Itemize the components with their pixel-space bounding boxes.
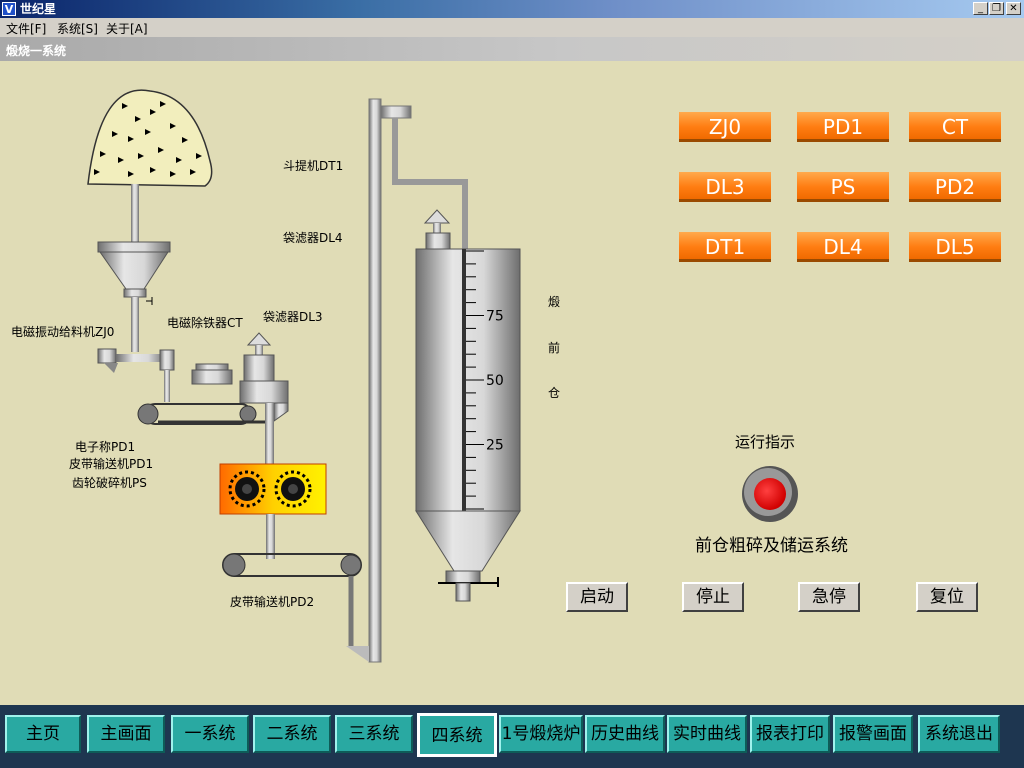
tag-dl4[interactable]: DL4 xyxy=(797,232,889,262)
tag-ct[interactable]: CT xyxy=(909,112,1001,142)
hopper xyxy=(97,241,171,352)
vibrating-feeder xyxy=(97,348,175,402)
menu-system[interactable]: 系统[S] xyxy=(57,22,98,36)
magnetic-separator xyxy=(191,363,233,385)
bag-filter-dl3 xyxy=(239,332,289,465)
label-pd1-scale: 电子称PD1 xyxy=(75,440,136,454)
nav-history-curve[interactable]: 历史曲线 xyxy=(585,715,665,753)
screen-title-bar: 煅烧一系统 xyxy=(0,37,1024,61)
silo-scale-label: 25 xyxy=(486,438,504,454)
nav-system-4[interactable]: 四系统 xyxy=(417,713,497,757)
nav-report-print[interactable]: 报表打印 xyxy=(750,715,830,753)
app-logo-icon: V xyxy=(2,2,16,16)
emergency-stop-button[interactable]: 急停 xyxy=(798,582,860,612)
silo-char-1: 煅 xyxy=(547,295,560,309)
silo-char-2: 前 xyxy=(547,341,560,355)
process-diagram: 75 50 25 xyxy=(87,89,798,663)
nav-main-screen[interactable]: 主画面 xyxy=(87,715,165,753)
stop-button[interactable]: 停止 xyxy=(682,582,744,612)
nav-furnace-1[interactable]: 1号煅烧炉 xyxy=(499,715,583,753)
label-pd2: 皮带输送机PD2 xyxy=(230,595,315,609)
tag-pd2[interactable]: PD2 xyxy=(909,172,1001,202)
title-bar: V 世纪星 _ ❐ ✕ xyxy=(0,0,1024,18)
bottom-nav: 主页 主画面 一系统 二系统 三系统 四系统 1号煅烧炉 历史曲线 实时曲线 报… xyxy=(0,705,1024,768)
menu-bar: 文件[F] 系统[S] 关于[A] xyxy=(0,18,1024,37)
nav-home[interactable]: 主页 xyxy=(5,715,81,753)
start-button[interactable]: 启动 xyxy=(566,582,628,612)
restore-button[interactable]: ❐ xyxy=(989,2,1004,15)
silo-scale-label: 75 xyxy=(486,309,504,325)
minimize-button[interactable]: _ xyxy=(973,2,988,15)
tag-dl3[interactable]: DL3 xyxy=(679,172,771,202)
belt-conveyor-pd2 xyxy=(222,553,362,646)
system-name: 前仓粗碎及储运系统 xyxy=(695,536,848,556)
tag-ps[interactable]: PS xyxy=(797,172,889,202)
label-dt1: 斗提机DT1 xyxy=(283,159,344,173)
screen-title: 煅烧一系统 xyxy=(6,44,67,58)
silo-char-3: 仓 xyxy=(547,386,560,400)
belt-conveyor-pd1 xyxy=(137,403,265,425)
window-title: 世纪星 xyxy=(20,2,57,16)
label-zj0: 电磁振动给料机ZJ0 xyxy=(11,325,115,339)
silo-level-scale: 75 50 25 xyxy=(466,250,504,510)
close-button[interactable]: ✕ xyxy=(1006,2,1021,15)
run-indicator-label: 运行指示 xyxy=(735,433,796,451)
label-dl3: 袋滤器DL3 xyxy=(263,310,323,324)
nav-system-3[interactable]: 三系统 xyxy=(335,715,413,753)
nav-exit-system[interactable]: 系统退出 xyxy=(918,715,1000,753)
gear-crusher xyxy=(219,463,327,559)
material-pile xyxy=(87,89,213,187)
nav-system-2[interactable]: 二系统 xyxy=(253,715,331,753)
tag-dl5[interactable]: DL5 xyxy=(909,232,1001,262)
reset-button[interactable]: 复位 xyxy=(916,582,978,612)
nav-alarm-screen[interactable]: 报警画面 xyxy=(833,715,913,753)
process-panel: 75 50 25 斗提机DT1 袋滤器DL4 袋滤器DL3 电磁振动给料机ZJ0 电… xyxy=(0,61,1024,705)
tag-pd1[interactable]: PD1 xyxy=(797,112,889,142)
silo-scale-label: 50 xyxy=(486,373,504,389)
label-pd1-belt: 皮带输送机PD1 xyxy=(69,457,154,471)
run-indicator-lamp xyxy=(742,466,798,522)
tag-zj0[interactable]: ZJ0 xyxy=(679,112,771,142)
bucket-elevator xyxy=(346,98,468,663)
menu-file[interactable]: 文件[F] xyxy=(6,22,47,36)
label-ps: 齿轮破碎机PS xyxy=(72,476,147,490)
nav-system-1[interactable]: 一系统 xyxy=(171,715,249,753)
label-ct: 电磁除铁器CT xyxy=(167,316,243,330)
menu-about[interactable]: 关于[A] xyxy=(106,22,148,36)
tag-dt1[interactable]: DT1 xyxy=(679,232,771,262)
nav-realtime-curve[interactable]: 实时曲线 xyxy=(667,715,747,753)
label-dl4: 袋滤器DL4 xyxy=(283,231,343,245)
pre-silo: 75 50 25 xyxy=(415,209,521,602)
